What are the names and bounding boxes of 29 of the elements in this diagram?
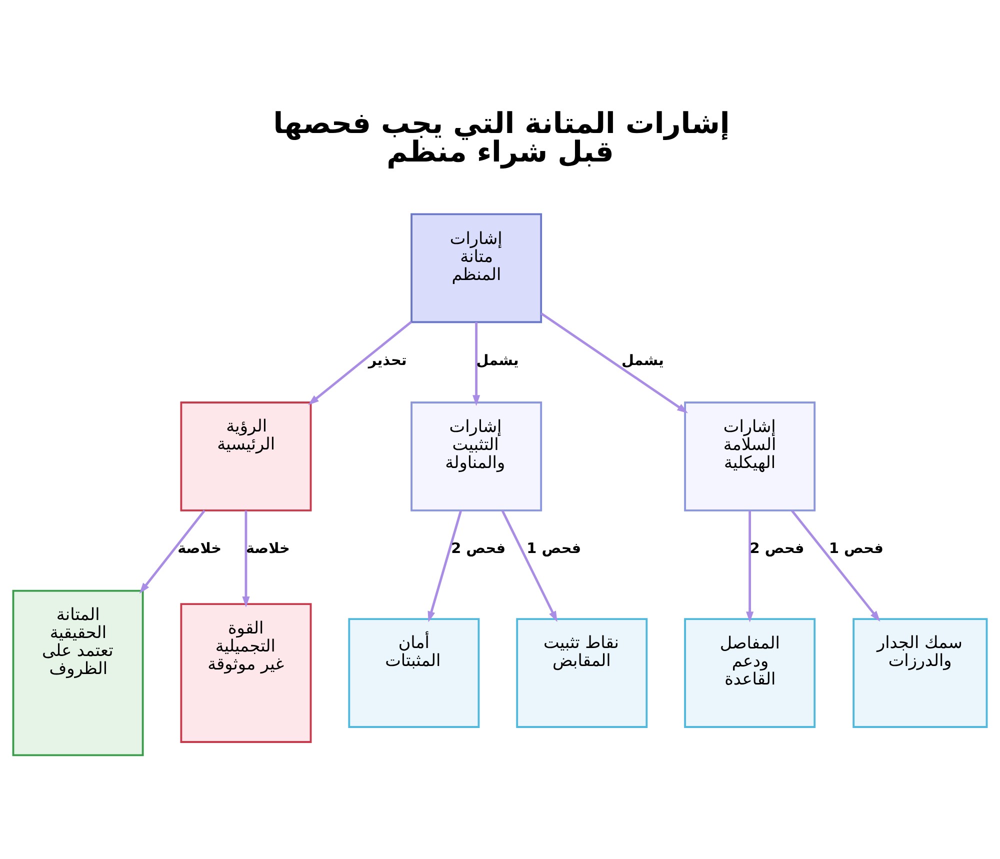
node-box: إشارات السلامة الهيكلية: [684, 402, 816, 512]
arrow: [540, 312, 688, 414]
edge-label: خلاصة: [178, 541, 222, 558]
node-box: المتانة الحقيقية تعتمد على الظروف: [12, 590, 144, 756]
node-box: القوة التجميلية غير موثوقة: [180, 603, 312, 743]
edge-label: فحص 1: [829, 541, 884, 558]
edge-label: فحص 2: [451, 541, 506, 558]
arrow: [139, 510, 206, 594]
arrow: [308, 320, 412, 406]
edge-label: يشمل: [476, 352, 519, 369]
edge-label: فحص 1: [526, 541, 582, 558]
arrow: [746, 510, 754, 622]
edge-label: يشمل: [621, 352, 664, 369]
diagram-title: إشارات المتانة التي يجب فحصها قبل شراء منظم: [273, 106, 730, 169]
node-box: أمان المثبتات: [348, 618, 480, 728]
node-box: سمك الجدار والدرزات: [852, 618, 988, 728]
node-box: إشارات التثبيت والمناولة: [410, 402, 542, 512]
node-box: إشارات متانة المنظم: [410, 213, 542, 324]
node-box: نقاط تثبيت المقابض: [516, 618, 648, 728]
edge-label: خلاصة: [246, 541, 290, 558]
arrow: [242, 510, 250, 608]
arrow: [428, 510, 462, 622]
arrow: [791, 510, 880, 622]
arrow: [472, 322, 480, 406]
node-box: المفاصل ودعم القاعدة: [684, 618, 816, 728]
node-box: الرؤية الرئيسية: [180, 402, 312, 512]
edge-label: فحص 2: [750, 541, 804, 558]
edge-label: تحذير: [368, 352, 407, 369]
arrow: [501, 510, 558, 622]
